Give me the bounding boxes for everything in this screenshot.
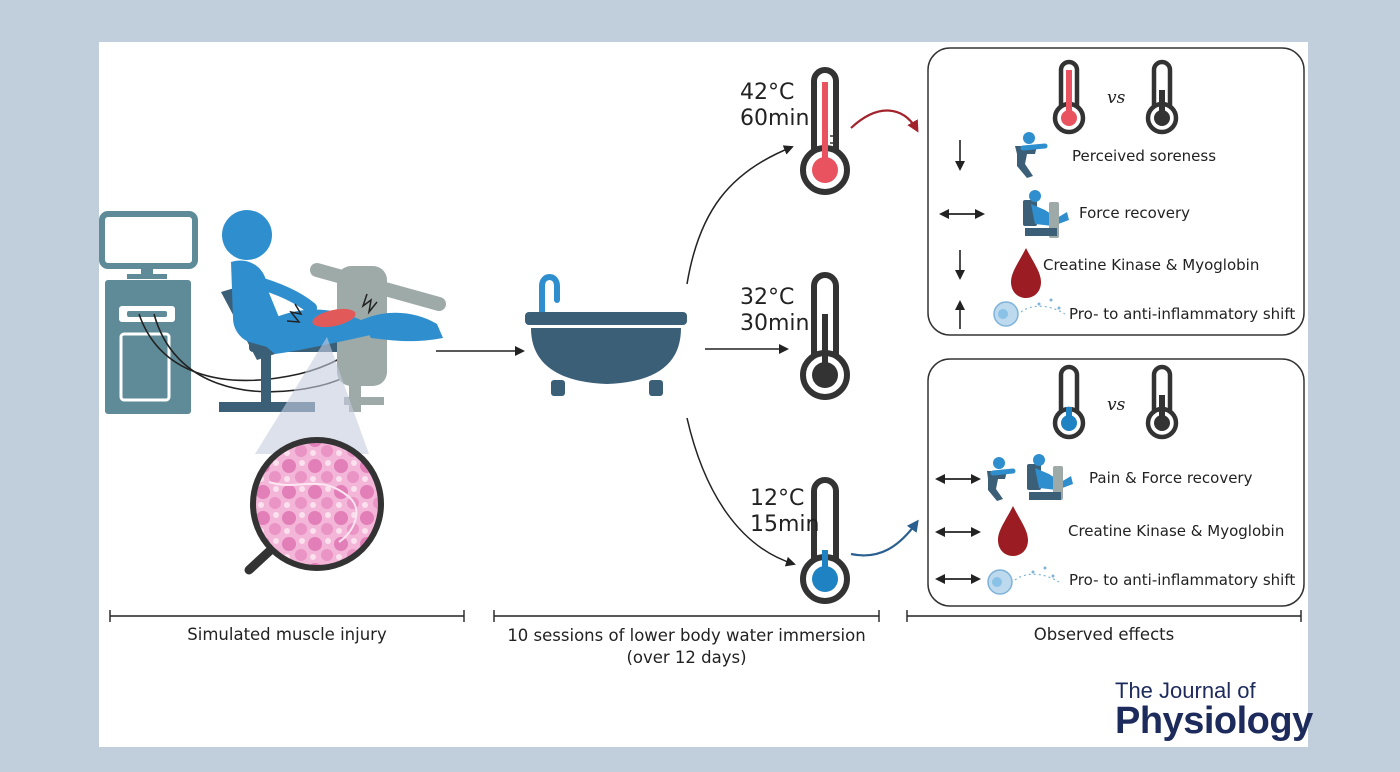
immersion-section-label: 10 sessions of lower body water immersio… (474, 625, 899, 669)
figure-card: 42°C 60min 32°C 30min 12°C 15min vs Perc… (99, 42, 1313, 747)
blood-drop-icon (1011, 248, 1041, 298)
logo-line1: The Journal of (1115, 678, 1256, 703)
effects-bracket (906, 610, 1302, 622)
monitor-icon (99, 211, 198, 279)
injury-bracket (109, 610, 465, 622)
neutral-condition-label: 32°C 30min (740, 285, 809, 337)
blood-drop-icon (998, 506, 1028, 556)
cold-effect-arrow (850, 519, 919, 557)
seated-participant-icon (222, 210, 443, 354)
microscopy-magnifier-icon (244, 437, 384, 575)
immersion-line2: (over 12 days) (626, 648, 747, 667)
hot-vs-text: vs (1107, 88, 1126, 108)
cold-vs-neutral-thermometer-icon (1145, 364, 1179, 440)
dynamometer-scene (99, 210, 446, 575)
injury-section-label: Simulated muscle injury (187, 625, 387, 644)
dynamometer-icon (1027, 454, 1073, 500)
neutral-time: 30min (740, 311, 810, 336)
journal-logo: The Journal of Physiology (1115, 678, 1313, 742)
cold-thermometer-icon (800, 477, 850, 604)
immune-cell-icon (987, 566, 1060, 595)
hot-time: 60min (740, 106, 810, 131)
squat-icon (987, 457, 1016, 501)
cold-condition-label: 12°C 15min (750, 486, 819, 538)
hot-effect-soreness: Perceived soreness (1072, 147, 1217, 165)
cold-vs-blue-thermometer-icon (1052, 364, 1086, 440)
hot-vs-neutral-thermometer-icon (1145, 59, 1179, 135)
immersion-line1: 10 sessions of lower body water immersio… (507, 626, 866, 645)
logo-line2: Physiology (1115, 700, 1313, 742)
neutral-temp: 32°C (740, 285, 795, 310)
immersion-bracket (493, 610, 880, 622)
hot-effect-force: Force recovery (1079, 204, 1190, 222)
neutral-thermometer-icon (800, 272, 850, 400)
cold-vs-text: vs (1107, 395, 1126, 415)
hot-effect-arrow (850, 109, 919, 133)
cold-effect-ck: Creatine Kinase & Myoglobin (1068, 522, 1285, 540)
cold-time: 15min (750, 512, 820, 537)
hot-vs-red-thermometer-icon (1052, 59, 1086, 135)
squat-icon (1015, 132, 1048, 178)
dynamometer-tower-icon (105, 280, 191, 414)
dynamometer-icon (1023, 190, 1069, 238)
arrow-to-hot (686, 145, 794, 285)
hot-effect-inflammation: Pro- to anti-inflammatory shift (1069, 305, 1296, 323)
immune-cell-icon (993, 298, 1066, 327)
cold-effect-pain-force: Pain & Force recovery (1089, 469, 1253, 487)
hot-thermometer-icon (800, 67, 850, 195)
diagram-canvas (99, 47, 1305, 622)
arrow-to-cold (686, 417, 796, 567)
effects-section-label: Observed effects (1033, 625, 1175, 644)
cold-temp: 12°C (750, 486, 805, 511)
cold-effect-inflammation: Pro- to anti-inflammatory shift (1069, 571, 1296, 589)
hot-condition-label: 42°C 60min (740, 80, 809, 132)
hot-temp: 42°C (740, 80, 795, 105)
bathtub-icon (525, 274, 687, 396)
hot-effect-ck: Creatine Kinase & Myoglobin (1043, 256, 1260, 274)
